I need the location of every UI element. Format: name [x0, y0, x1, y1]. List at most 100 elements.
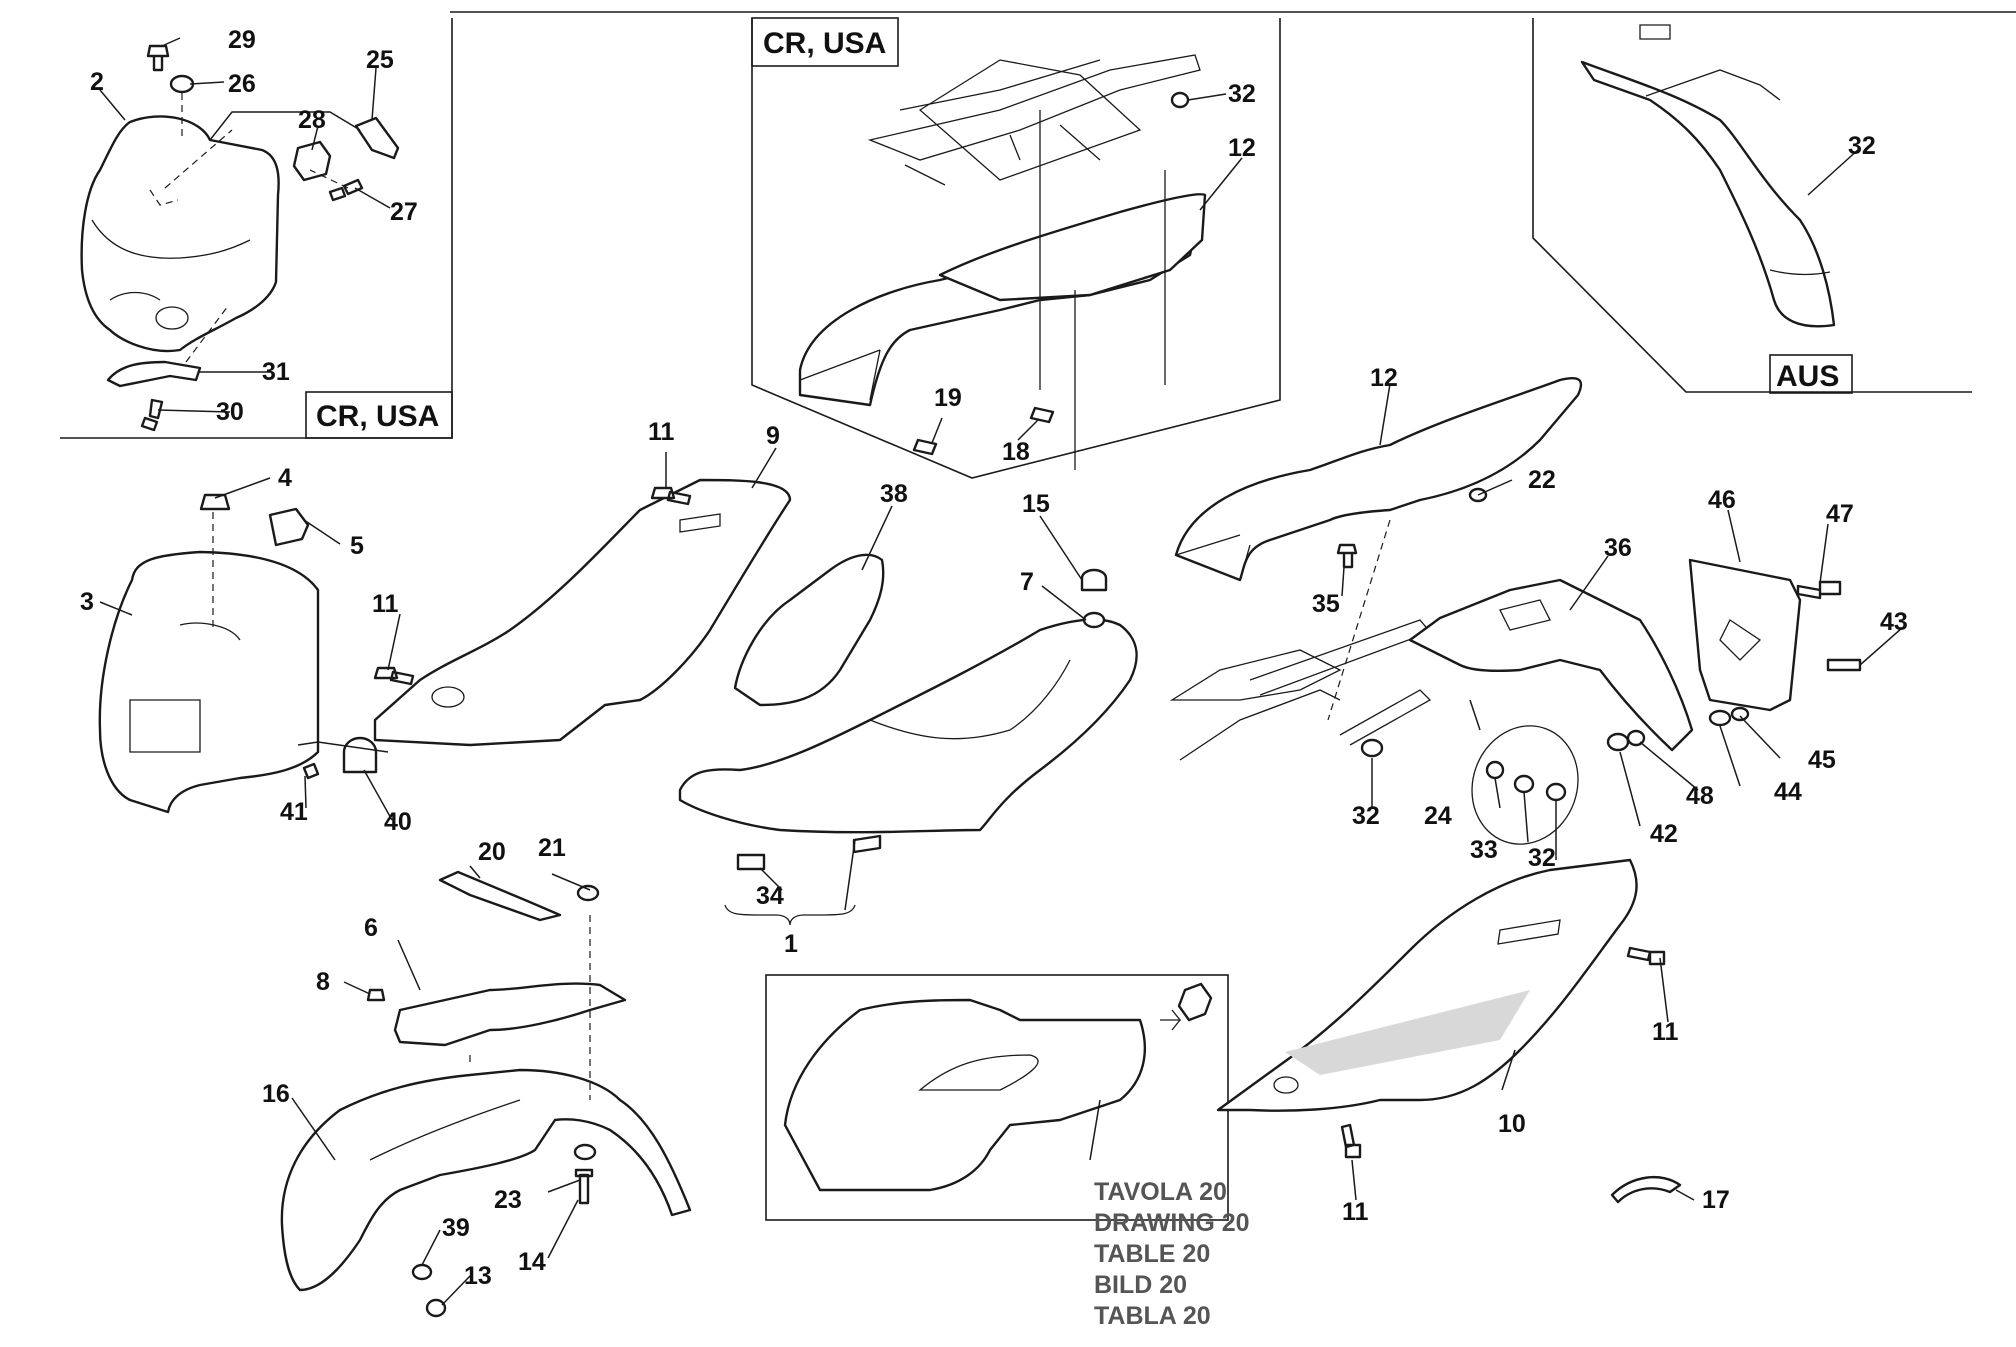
- cross-ref-line: TABLA 20: [1094, 1302, 1211, 1330]
- callout-20: 20: [478, 838, 506, 866]
- washer-48: [1626, 729, 1646, 747]
- callout-22: 22: [1528, 466, 1556, 494]
- callout-33: 33: [1470, 836, 1498, 864]
- callout-41: 41: [280, 798, 308, 826]
- callout-32-flap: 32: [1528, 844, 1556, 872]
- washer-33: [1513, 774, 1535, 794]
- screw-47: [1796, 580, 1842, 600]
- mudflap-36: [1408, 578, 1694, 752]
- washer-26: [169, 74, 195, 94]
- callout-23: 23: [494, 1186, 522, 1214]
- callout-48: 48: [1686, 782, 1714, 810]
- reference-panel-group: [783, 982, 1213, 1192]
- callout-24: 24: [1424, 802, 1452, 830]
- nut-44: [1708, 709, 1732, 727]
- rear-fender-aus: [1580, 60, 1836, 328]
- frame-lines: [60, 11, 2016, 1221]
- callout-15: 15: [1022, 490, 1050, 518]
- front-fender-16: [280, 1068, 692, 1292]
- nut-32-frame: [1360, 738, 1384, 758]
- box-label-top-right: AUS: [1776, 360, 1839, 393]
- cross-reference: TAVOLA 20 DRAWING 20 TABLE 20 BILD 20 TA…: [1094, 1178, 1250, 1330]
- callout-30: 30: [216, 398, 244, 426]
- callout-6: 6: [364, 914, 378, 942]
- spacer-34: [736, 853, 766, 871]
- callout-9: 9: [766, 422, 780, 450]
- mount-plate-6: [393, 982, 627, 1047]
- callout-numbers: 29 26 2 25 28 27 31 30 32 12 19 18 32 11…: [80, 26, 1908, 1290]
- washer-21: [576, 884, 600, 902]
- side-panel-reference: [783, 998, 1147, 1192]
- subframe-group: [1169, 519, 1432, 761]
- side-panel-9: [373, 478, 792, 747]
- callout-11-upper: 11: [648, 418, 675, 446]
- callout-28: 28: [298, 106, 326, 134]
- callout-3: 3: [80, 588, 94, 616]
- cross-ref-line: TABLE 20: [1094, 1240, 1210, 1268]
- callout-47: 47: [1826, 500, 1854, 528]
- window-38: [733, 553, 885, 707]
- callout-32-top: 32: [1228, 80, 1256, 108]
- callout-26: 26: [228, 70, 256, 98]
- washer-39: [411, 1263, 433, 1281]
- screw-11-right: [1626, 946, 1666, 966]
- headlight-fairing: [80, 115, 280, 353]
- callout-17: 17: [1702, 1186, 1730, 1214]
- box-label-frame-top-right: [1769, 354, 1853, 394]
- callout-40: 40: [384, 808, 412, 836]
- side-panel-10: [1216, 858, 1638, 1112]
- washer-45: [1730, 706, 1750, 722]
- callout-18: 18: [1002, 438, 1030, 466]
- washer-23: [573, 1143, 597, 1161]
- fuel-cap-4: [199, 493, 231, 511]
- bolt-30: [140, 398, 164, 432]
- callout-32-aus: 32: [1848, 132, 1876, 160]
- rear-fender-aus-group: [1580, 24, 1836, 328]
- bracket-25: [354, 116, 400, 160]
- callout-32-frame: 32: [1352, 802, 1380, 830]
- callout-29: 29: [228, 26, 256, 54]
- callout-12-top: 12: [1228, 134, 1256, 162]
- callout-11-right: 11: [1652, 1018, 1679, 1046]
- nut-13: [425, 1298, 447, 1318]
- bolt-14: [574, 1168, 594, 1205]
- nut-32-crusa: [1170, 91, 1190, 109]
- callout-34: 34: [756, 882, 784, 910]
- callout-4: 4: [278, 464, 292, 492]
- callout-46: 46: [1708, 486, 1736, 514]
- box-label-frame-top-center: [751, 17, 899, 67]
- callout-12-mid: 12: [1370, 364, 1398, 392]
- flap-36-group: [1408, 578, 1694, 845]
- front-fender-group: [280, 870, 692, 1318]
- screw-35: [1336, 543, 1358, 569]
- callout-45: 45: [1808, 746, 1836, 774]
- cross-ref-line: BILD 20: [1094, 1271, 1187, 1299]
- bracket-31: [106, 360, 202, 388]
- seat-12: [1174, 376, 1583, 582]
- callout-21: 21: [538, 834, 566, 862]
- bolt-27: [328, 178, 364, 202]
- callout-2: 2: [90, 68, 104, 96]
- callout-5: 5: [350, 532, 364, 560]
- callout-39: 39: [442, 1214, 470, 1242]
- callout-11-left: 11: [372, 590, 399, 618]
- cross-ref-line: TAVOLA 20: [1094, 1178, 1227, 1206]
- screw-11-left: [373, 666, 415, 686]
- side-panel-10-group: [1216, 858, 1682, 1204]
- box-label-top-left: CR, USA: [316, 400, 439, 433]
- strap-17: [1610, 1176, 1682, 1204]
- plate-holder-46: [1688, 558, 1802, 712]
- cross-ref-line: DRAWING 20: [1094, 1209, 1250, 1237]
- fuel-tank: [98, 550, 320, 814]
- callout-19: 19: [934, 384, 962, 412]
- fuel-tank-group: [98, 493, 389, 814]
- box-label-frame-top-left: [305, 391, 453, 439]
- callout-43: 43: [1880, 608, 1908, 636]
- callout-10: 10: [1498, 1110, 1526, 1138]
- seat-1: [678, 618, 1138, 834]
- bolt-24: [1485, 760, 1505, 780]
- vent-5: [268, 507, 310, 547]
- clip-reference: [1177, 982, 1213, 1022]
- window-38-group: [733, 553, 885, 707]
